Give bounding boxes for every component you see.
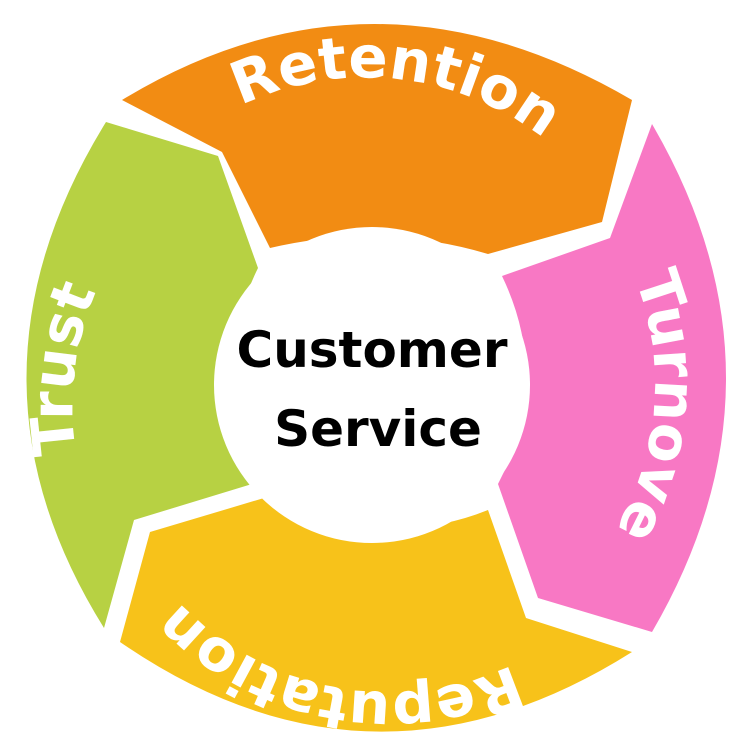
segment-reputation bbox=[120, 498, 632, 732]
segment-turnover bbox=[498, 124, 726, 632]
center-title-line2: Service bbox=[274, 400, 482, 458]
segment-trust bbox=[26, 122, 258, 628]
center-title-line1: Customer bbox=[237, 321, 508, 379]
segment-retention bbox=[122, 24, 632, 254]
center-circle bbox=[214, 227, 530, 543]
